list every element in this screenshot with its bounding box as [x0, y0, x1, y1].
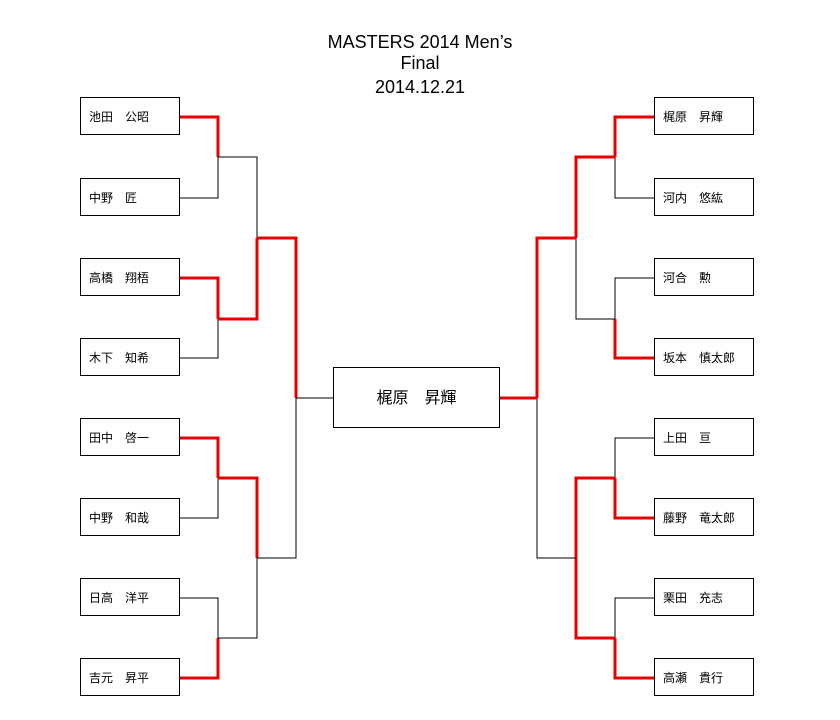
- left-player-6: 中野 和哉: [80, 498, 180, 536]
- right-player-2: 河内 悠紘: [654, 178, 754, 216]
- right-player-6: 藤野 竜太郎: [654, 498, 754, 536]
- bracket-line: [614, 157, 654, 199]
- bracket-line: [575, 238, 615, 320]
- bracket-line: [180, 276, 220, 319]
- right-player-1: 梶原 昇輝: [654, 97, 754, 135]
- right-player-5: 上田 亘: [654, 418, 754, 456]
- right-player-7: 栗田 充志: [654, 578, 754, 616]
- right-round3-lines: [500, 236, 576, 559]
- bracket-line: [574, 155, 615, 238]
- left-round3-lines: [257, 236, 333, 559]
- right-player-8: 高瀬 貴行: [654, 658, 754, 696]
- right-round2-lines: [574, 155, 615, 640]
- bracket-line: [180, 319, 219, 359]
- bracket-line: [535, 236, 576, 398]
- bracket-line: [613, 638, 654, 680]
- bracket-line: [180, 157, 219, 199]
- bracket-line: [614, 597, 654, 638]
- bracket-line: [180, 478, 219, 519]
- left-player-8: 吉元 昇平: [80, 658, 180, 696]
- right-round1-lines: [613, 115, 654, 680]
- bracket-line: [574, 476, 615, 558]
- bracket-line: [613, 115, 654, 157]
- left-player-3: 高橋 翔梧: [80, 258, 180, 296]
- bracket-line: [257, 236, 298, 398]
- bracket-line: [180, 115, 220, 157]
- bracket-line: [613, 478, 654, 520]
- bracket-line: [218, 238, 259, 321]
- left-player-4: 木下 知希: [80, 338, 180, 376]
- right-player-3: 河合 勲: [654, 258, 754, 296]
- bracket-line: [536, 398, 576, 559]
- left-player-2: 中野 匠: [80, 178, 180, 216]
- left-round1-lines: [180, 115, 220, 680]
- champion-box: 梶原 昇輝: [333, 367, 500, 428]
- bracket-line: [180, 597, 219, 638]
- bracket-line: [614, 277, 654, 319]
- title-date: 2014.12.21: [374, 77, 466, 97]
- bracket-line: [218, 156, 258, 238]
- bracket-line: [180, 638, 220, 680]
- bracket-line: [614, 437, 654, 478]
- bracket-line: [218, 558, 258, 639]
- right-player-4: 坂本 慎太郎: [654, 338, 754, 376]
- title-round: Final: [400, 53, 440, 73]
- title-event: MASTERS 2014 Men’s: [327, 32, 513, 52]
- left-player-7: 日高 洋平: [80, 578, 180, 616]
- left-round2-lines: [218, 156, 259, 639]
- bracket-line: [613, 319, 654, 360]
- left-player-5: 田中 啓一: [80, 418, 180, 456]
- left-player-1: 池田 公昭: [80, 97, 180, 135]
- bracket-line: [574, 558, 615, 640]
- bracket-line: [257, 398, 297, 559]
- bracket-line: [218, 476, 259, 558]
- bracket-line: [180, 436, 220, 478]
